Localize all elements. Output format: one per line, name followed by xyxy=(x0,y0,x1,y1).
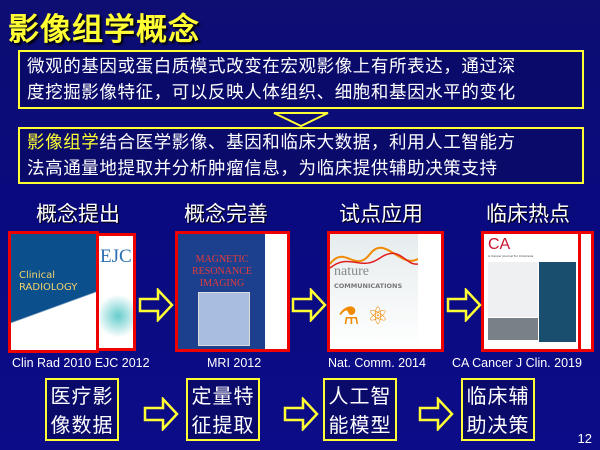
radiomics-line-1: 结合医学影像、基因和临床大数据，利用人工智能方 xyxy=(99,133,516,153)
cover-title: CA xyxy=(488,236,511,253)
pipeline-step-ai-model: 人工智 能模型 xyxy=(323,378,397,441)
cover-caption: CA Cancer J Clin. 2019 xyxy=(452,356,582,370)
pipeline-step-feature-extraction: 定量特 征提取 xyxy=(186,378,260,441)
cover-caption: MRI 2012 xyxy=(207,356,262,370)
down-triangle-icon xyxy=(273,112,329,128)
right-arrow-icon xyxy=(143,397,179,431)
science-icons: ⚗ ⚛ xyxy=(338,302,389,330)
right-arrow-icon xyxy=(138,288,174,322)
radiomics-box: 影像组学结合医学影像、基因和临床大数据，利用人工智能方 法高通量地提取并分析肿瘤… xyxy=(18,127,584,184)
pipeline-text: 像数据 xyxy=(50,413,114,437)
cover-title: Clinical RADIOLOGY xyxy=(19,270,78,293)
right-arrow-icon xyxy=(291,288,327,322)
pipeline-step-clinical-decision: 临床辅 助决策 xyxy=(461,378,535,441)
timeline-heading: 概念完善 xyxy=(184,202,268,226)
pipeline-text: 临床辅 xyxy=(466,384,530,408)
pipeline-text: 医疗影 xyxy=(50,384,114,408)
cover-title: nature xyxy=(334,264,369,279)
pipeline-text: 征提取 xyxy=(191,413,255,437)
slide-title: 影像组学概念 xyxy=(8,12,200,48)
right-arrow-icon xyxy=(418,397,454,431)
pipeline-step-imaging-data: 医疗影 像数据 xyxy=(45,378,119,441)
timeline-heading: 概念提出 xyxy=(36,202,120,226)
pipeline-text: 人工智 xyxy=(328,384,392,408)
pipeline-text: 助决策 xyxy=(466,413,530,437)
mri-cover: MAGNETIC RESONANCE IMAGING xyxy=(175,231,290,352)
definition-line-1: 微观的基因或蛋白质模式改变在宏观影像上有所表达，通过深 xyxy=(27,57,516,77)
nature-communications-cover: nature COMMUNICATIONS ⚗ ⚛ xyxy=(327,231,444,352)
cover-caption: Clin Rad 2010 EJC 2012 xyxy=(12,356,150,370)
ejc-logo: EJC xyxy=(100,246,132,267)
radiomics-highlight: 影像组学 xyxy=(27,133,100,153)
definition-box: 微观的基因或蛋白质模式改变在宏观影像上有所表达，通过深 度挖掘影像特征，可以反映… xyxy=(18,50,584,109)
timeline-heading: 临床热点 xyxy=(486,202,570,226)
cover-subtitle: A Cancer Journal for Clinicians xyxy=(488,254,534,258)
cover-subtitle: COMMUNICATIONS xyxy=(334,282,403,290)
pipeline-text: 能模型 xyxy=(328,413,392,437)
timeline-heading: 试点应用 xyxy=(339,202,423,226)
radiomics-line-2: 法高通量地提取并分析肿瘤信息，为临床提供辅助决策支持 xyxy=(27,159,498,179)
page-number: 12 xyxy=(577,431,592,446)
definition-line-2: 度挖掘影像特征，可以反映人体组织、细胞和基因水平的变化 xyxy=(27,83,516,103)
cover-caption: Nat. Comm. 2014 xyxy=(328,356,426,370)
right-arrow-icon xyxy=(283,397,319,431)
clinical-radiology-cover: Clinical RADIOLOGY xyxy=(8,231,99,353)
pipeline-text: 定量特 xyxy=(191,384,255,408)
right-arrow-icon xyxy=(446,288,482,322)
ca-cancer-cover: CA A Cancer Journal for Clinicians xyxy=(481,231,594,352)
cover-title: MAGNETIC RESONANCE IMAGING xyxy=(191,254,252,289)
